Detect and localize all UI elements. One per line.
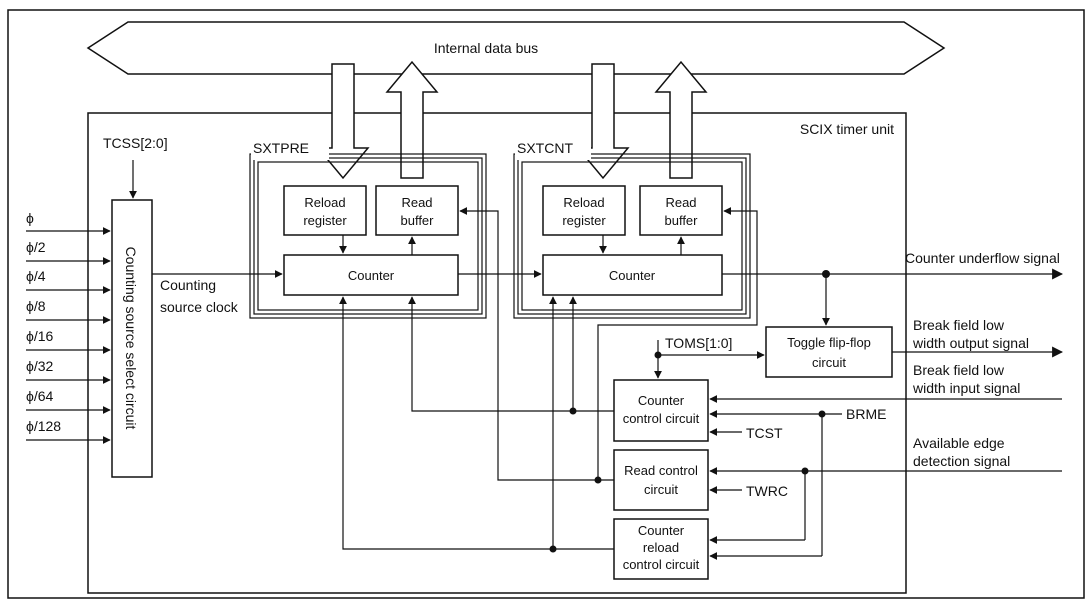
counter-control-label-1: Counter <box>638 393 685 408</box>
tcss-label: TCSS[2:0] <box>103 135 168 151</box>
brme-label: BRME <box>846 406 886 422</box>
read-control-label-1: Read control <box>624 463 698 478</box>
twrc-label: TWRC <box>746 483 788 499</box>
sxtpre-read-label-2: buffer <box>400 213 434 228</box>
bus-arrow-from-sxtcnt-read <box>654 60 708 179</box>
toggle-flip-flop-circuit <box>765 326 893 378</box>
sxtcnt-title: SXTCNT <box>517 140 573 156</box>
reload-control-label-2: reload <box>643 540 679 555</box>
sxtpre-counter <box>283 254 459 296</box>
reload-control-label-3: control circuit <box>623 557 700 572</box>
clock-input-label: ϕ/32 <box>26 358 54 374</box>
reload-control-label-1: Counter <box>638 523 685 538</box>
counter-control-label-2: control circuit <box>623 411 700 426</box>
sxtcnt-reload-label-1: Reload <box>563 195 604 210</box>
sxtpre-read-buffer <box>375 185 459 236</box>
sxtcnt-counter-label: Counter <box>609 268 656 283</box>
bus-arrow-to-sxtcnt-reload <box>576 63 630 180</box>
bus-label: Internal data bus <box>434 40 538 56</box>
edge-label-1: Available edge <box>913 435 1005 451</box>
bus-arrow-to-sxtpre-reload <box>316 63 370 180</box>
internal-data-bus: Internal data bus <box>86 21 946 75</box>
sxtpre-block: SXTPRE Reload register Read buffer Count… <box>249 140 487 319</box>
sxtcnt-read-label-1: Read <box>665 195 696 210</box>
sxtpre-reload-label-2: register <box>303 213 347 228</box>
figure-frame <box>7 9 1085 599</box>
counter-reload-control-circuit <box>613 518 709 580</box>
source-clock-label-1: Counting <box>160 277 216 293</box>
sxtcnt-read-label-2: buffer <box>664 213 698 228</box>
sxtcnt-reload-register <box>542 185 626 236</box>
tcst-label: TCST <box>746 425 783 441</box>
clock-input-label: ϕ/16 <box>26 328 54 344</box>
clock-input-label: ϕ/8 <box>26 298 46 314</box>
source-clock-label-2: source clock <box>160 299 239 315</box>
counter-control-to-sxtpre <box>408 296 614 412</box>
break-input-label-1: Break field low <box>913 362 1005 378</box>
read-control-to-sxtpre-read <box>459 207 614 481</box>
unit-title: SCIX timer unit <box>800 121 894 137</box>
sxtcnt-read-buffer <box>639 185 723 236</box>
clock-input-label: ϕ/128 <box>26 418 61 434</box>
sxtcnt-block: SXTCNT Reload register Read buffer Count… <box>513 140 751 319</box>
edge-label-2: detection signal <box>913 453 1010 469</box>
counter-control-circuit <box>613 379 709 442</box>
toms-label: TOMS[1:0] <box>665 335 732 351</box>
counting-source-select-circuit <box>111 199 153 478</box>
underflow-signal-label: Counter underflow signal <box>905 250 1060 266</box>
clock-inputs: ϕ ϕ/2 ϕ/4 ϕ/8 ϕ/16 ϕ/32 ϕ/64 ϕ/128 <box>26 210 111 444</box>
sxtpre-read-label-1: Read <box>401 195 432 210</box>
break-output-label-2: width output signal <box>912 335 1029 351</box>
toggle-label-1: Toggle flip-flop <box>787 335 871 350</box>
clock-input-label: ϕ <box>26 210 34 226</box>
sxtcnt-reload-label-2: register <box>562 213 606 228</box>
clock-input-label: ϕ/4 <box>26 268 46 284</box>
sxtcnt-counter <box>542 254 723 296</box>
sxtpre-title: SXTPRE <box>253 140 309 156</box>
clock-input-label: ϕ/64 <box>26 388 54 404</box>
read-control-to-sxtcnt-read <box>597 207 758 480</box>
break-input-label-2: width input signal <box>912 380 1020 396</box>
clock-input-label: ϕ/2 <box>26 239 46 255</box>
toggle-label-2: circuit <box>812 355 846 370</box>
scix-timer-unit-frame <box>87 112 907 594</box>
read-control-label-2: circuit <box>644 482 678 497</box>
sxtpre-reload-register <box>283 185 367 236</box>
sxtpre-counter-label: Counter <box>348 268 395 283</box>
select-circuit-label: Counting source select circuit <box>123 247 139 430</box>
break-output-label-1: Break field low <box>913 317 1005 333</box>
read-control-circuit <box>613 449 709 511</box>
reload-control-to-sxtpre <box>339 296 614 550</box>
bus-arrow-from-sxtpre-read <box>385 60 439 179</box>
sxtpre-reload-label-1: Reload <box>304 195 345 210</box>
